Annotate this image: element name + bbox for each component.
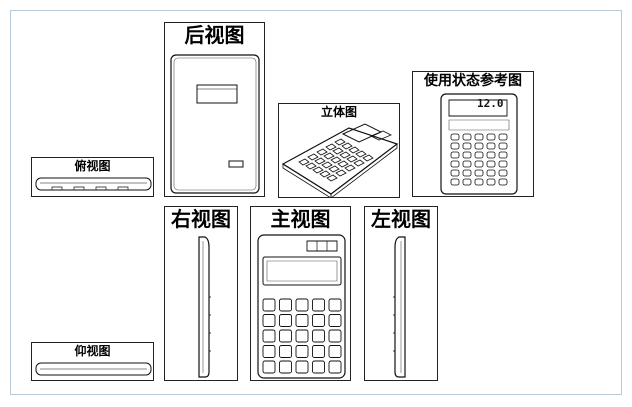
reference-view-label: 使用状态参考图 <box>424 73 522 89</box>
reference-view-panel: 使用状态参考图 12.0 <box>412 71 534 197</box>
back-view-panel: 后视图 <box>164 22 265 197</box>
front-view-panel: 主视图 <box>250 206 351 381</box>
front-view-drawing <box>251 207 351 381</box>
front-view-label: 主视图 <box>270 207 331 231</box>
right-view-label: 右视图 <box>171 207 231 231</box>
left-view-panel: 左视图 <box>364 206 438 381</box>
left-view-label: 左视图 <box>371 207 431 231</box>
bottom-view-label: 仰视图 <box>74 344 111 358</box>
right-view-drawing <box>165 207 238 381</box>
perspective-view-label: 立体图 <box>320 105 357 119</box>
back-view-label: 后视图 <box>184 23 245 47</box>
perspective-view-drawing <box>279 104 400 198</box>
top-view-panel: 俯视图 <box>31 157 154 197</box>
top-view-drawing <box>32 158 154 197</box>
bottom-view-drawing <box>32 343 154 381</box>
reference-display-text: 12.0 <box>477 97 504 110</box>
left-view-drawing <box>365 207 438 381</box>
top-view-label: 俯视图 <box>74 159 111 173</box>
perspective-view-panel: 立体图 <box>278 103 400 198</box>
reference-view-drawing <box>413 72 534 197</box>
right-view-panel: 右视图 <box>164 206 238 381</box>
back-view-drawing <box>165 23 265 197</box>
bottom-view-panel: 仰视图 <box>31 342 154 381</box>
